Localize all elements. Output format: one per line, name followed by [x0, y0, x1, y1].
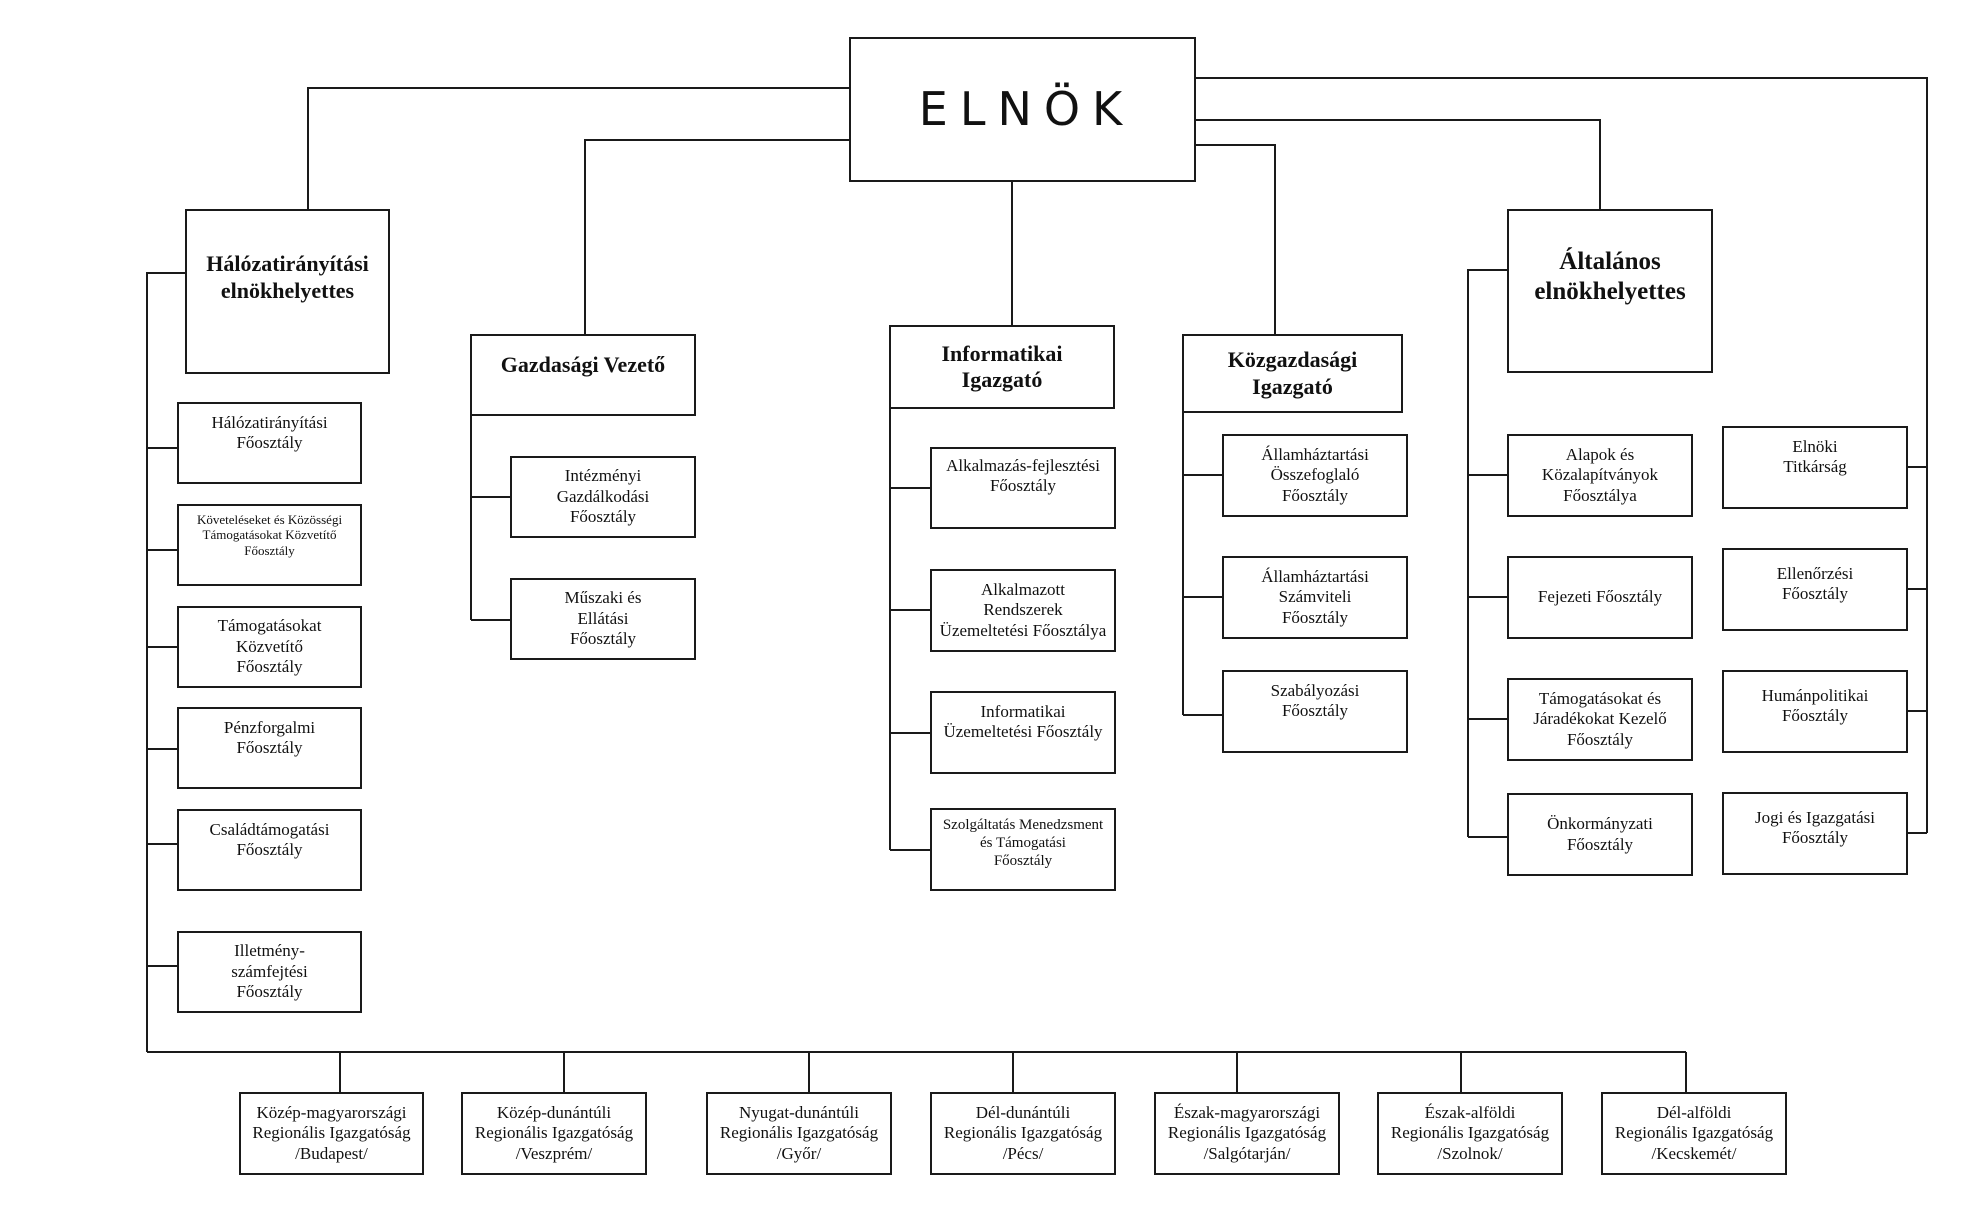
president-unit-box-4	[1722, 792, 1908, 875]
economic-dept-box-2	[510, 578, 696, 660]
president-unit-box-1	[1722, 426, 1908, 509]
economics-director-box	[1182, 334, 1403, 413]
it-dept-box-3	[930, 691, 1116, 774]
it-dept-box-2	[930, 569, 1116, 652]
network-dept-box-2	[177, 504, 362, 586]
economic-dept-box-1	[510, 456, 696, 538]
general-deputy-box	[1507, 209, 1713, 373]
economic-director-box	[470, 334, 696, 416]
president-box	[849, 37, 1196, 182]
general-dept-box-4	[1507, 793, 1693, 876]
president-unit-box-2	[1722, 548, 1908, 631]
network-dept-box-6	[177, 931, 362, 1013]
regional-box-2	[461, 1092, 647, 1175]
general-dept-box-2	[1507, 556, 1693, 639]
network-dept-box-3	[177, 606, 362, 688]
regional-box-4	[930, 1092, 1116, 1175]
regional-box-6	[1377, 1092, 1563, 1175]
network-dept-box-4	[177, 707, 362, 789]
network-deputy-box	[185, 209, 390, 374]
connector-lines	[146, 77, 1928, 1093]
it-director-box	[889, 325, 1115, 409]
network-dept-box-1	[177, 402, 362, 484]
general-dept-box-1	[1507, 434, 1693, 517]
network-dept-box-5	[177, 809, 362, 891]
economics-dept-box-3	[1222, 670, 1408, 753]
regional-box-3	[706, 1092, 892, 1175]
economics-dept-box-1	[1222, 434, 1408, 517]
regional-box-5	[1154, 1092, 1340, 1175]
president-unit-box-3	[1722, 670, 1908, 753]
general-dept-box-3	[1507, 678, 1693, 761]
it-dept-box-4	[930, 808, 1116, 891]
regional-box-1	[239, 1092, 424, 1175]
economics-dept-box-2	[1222, 556, 1408, 639]
it-dept-box-1	[930, 447, 1116, 529]
regional-box-7	[1601, 1092, 1787, 1175]
